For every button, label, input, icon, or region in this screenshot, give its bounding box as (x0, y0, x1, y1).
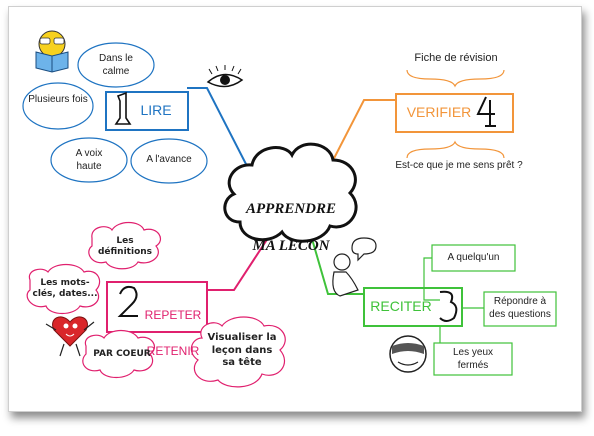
lire-bubble-4: A l'avance (146, 154, 192, 165)
repeter-cloud-2: Les mots-clés, dates... (32, 278, 98, 300)
lire-bubble-1: Dans le calme (99, 53, 133, 77)
reciter-connector (309, 231, 365, 295)
person-speaking-icon (332, 237, 377, 297)
lire-bubble-3-shape (50, 137, 128, 183)
repeter-cloud-4: Visualiser la leçon dans sa tête (207, 332, 277, 368)
reciter-link-1 (423, 257, 440, 301)
lire-bubble-3: A voix haute (75, 148, 103, 172)
repeter-cloud-3: PAR COEUR (93, 349, 151, 359)
reciter-box-1-shape (431, 244, 516, 272)
repeter-cloud-3-shape (82, 329, 155, 379)
reciter-box-2-shape (483, 291, 557, 327)
reciter-box-3-shape (433, 342, 513, 376)
reciter-box-2: Répondre à des questions (489, 296, 551, 320)
repeter-connector (200, 237, 269, 291)
repeter-cloud-1: Les définitions (97, 236, 153, 258)
repeter-label: REPETER RETENIR (140, 288, 206, 378)
reciter-box-3: Les yeux fermés (452, 347, 494, 371)
repeter-label-line-1: REPETER (144, 308, 202, 322)
repeter-label-line-2: RETENIR (146, 344, 200, 358)
reading-emoji-icon (35, 30, 69, 73)
number-4-figure (476, 96, 496, 127)
lire-bubble-1-shape (77, 42, 155, 88)
eye-icon (206, 65, 244, 88)
blindfold-icon (389, 335, 427, 373)
repeter-cloud-4-shape (190, 316, 286, 388)
lire-label: LIRE (140, 102, 172, 118)
center-title-line-2: MA LECON (252, 238, 330, 255)
verifier-connector (327, 99, 397, 171)
repeter-cloud-2-shape (26, 263, 101, 315)
verifier-brace-bottom (406, 140, 505, 159)
reciter-box-1: A quelqu'un (447, 252, 500, 263)
center-title-line-1: APPRENDRE (245, 200, 336, 217)
lire-bubble-2: Plusieurs fois (28, 94, 88, 105)
verifier-note-bottom: Est-ce que je me sens prêt ? (395, 160, 523, 171)
lire-bubble-2-shape (22, 82, 94, 130)
lire-bubble-4-shape (130, 138, 208, 184)
repeter-box (106, 281, 208, 333)
verifier-brace-top (406, 69, 505, 88)
heart-character-icon (45, 316, 95, 357)
lire-connector (187, 87, 249, 169)
repeter-cloud-1-shape (88, 221, 161, 270)
center-cloud (223, 142, 358, 243)
verifier-note-top: Fiche de révision (414, 52, 498, 64)
number-3-figure (439, 290, 458, 322)
reciter-label: RECITER (370, 298, 432, 314)
verifier-label: VERIFIER (406, 104, 472, 120)
reciter-box (363, 287, 463, 327)
center-title: APPRENDRE MA LECON (236, 181, 346, 275)
number-2-figure (117, 285, 138, 317)
number-1-figure (114, 91, 132, 125)
